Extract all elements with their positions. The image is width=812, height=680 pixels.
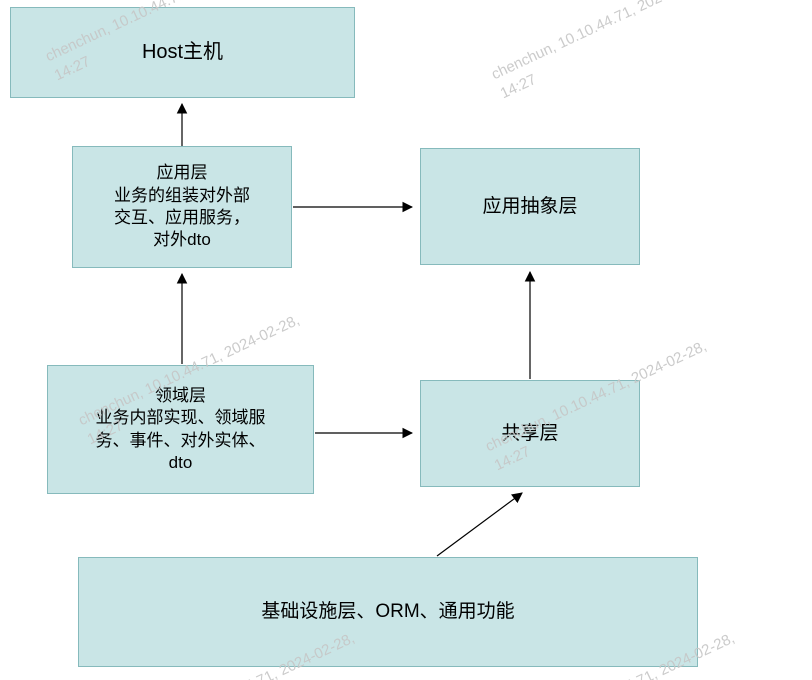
node-infrastructure-layer: 基础设施层、ORM、通用功能 [78, 557, 698, 667]
node-infrastructure-layer-label: 基础设施层、ORM、通用功能 [261, 601, 515, 623]
node-host: Host主机 [10, 7, 355, 98]
node-application-abstraction-layer: 应用抽象层 [420, 148, 640, 265]
node-domain-layer: 领域层 业务内部实现、领域服 务、事件、对外实体、 dto [47, 365, 314, 494]
node-shared-layer: 共享层 [420, 380, 640, 487]
node-application-layer-label: 应用层 业务的组装对外部 交互、应用服务， 对外dto [114, 163, 250, 250]
node-domain-layer-label: 领域层 业务内部实现、领域服 务、事件、对外实体、 dto [95, 385, 266, 472]
node-application-abstraction-layer-label: 应用抽象层 [482, 195, 578, 217]
node-shared-layer-label: 共享层 [501, 422, 559, 444]
node-application-layer: 应用层 业务的组装对外部 交互、应用服务， 对外dto [72, 146, 292, 268]
watermark-text: chenchun, 10.10.44.71, 2024-02-28, 14:27 [488, 0, 715, 103]
arrow-infrastructure-to-shared [436, 492, 523, 557]
node-host-label: Host主机 [141, 41, 224, 64]
